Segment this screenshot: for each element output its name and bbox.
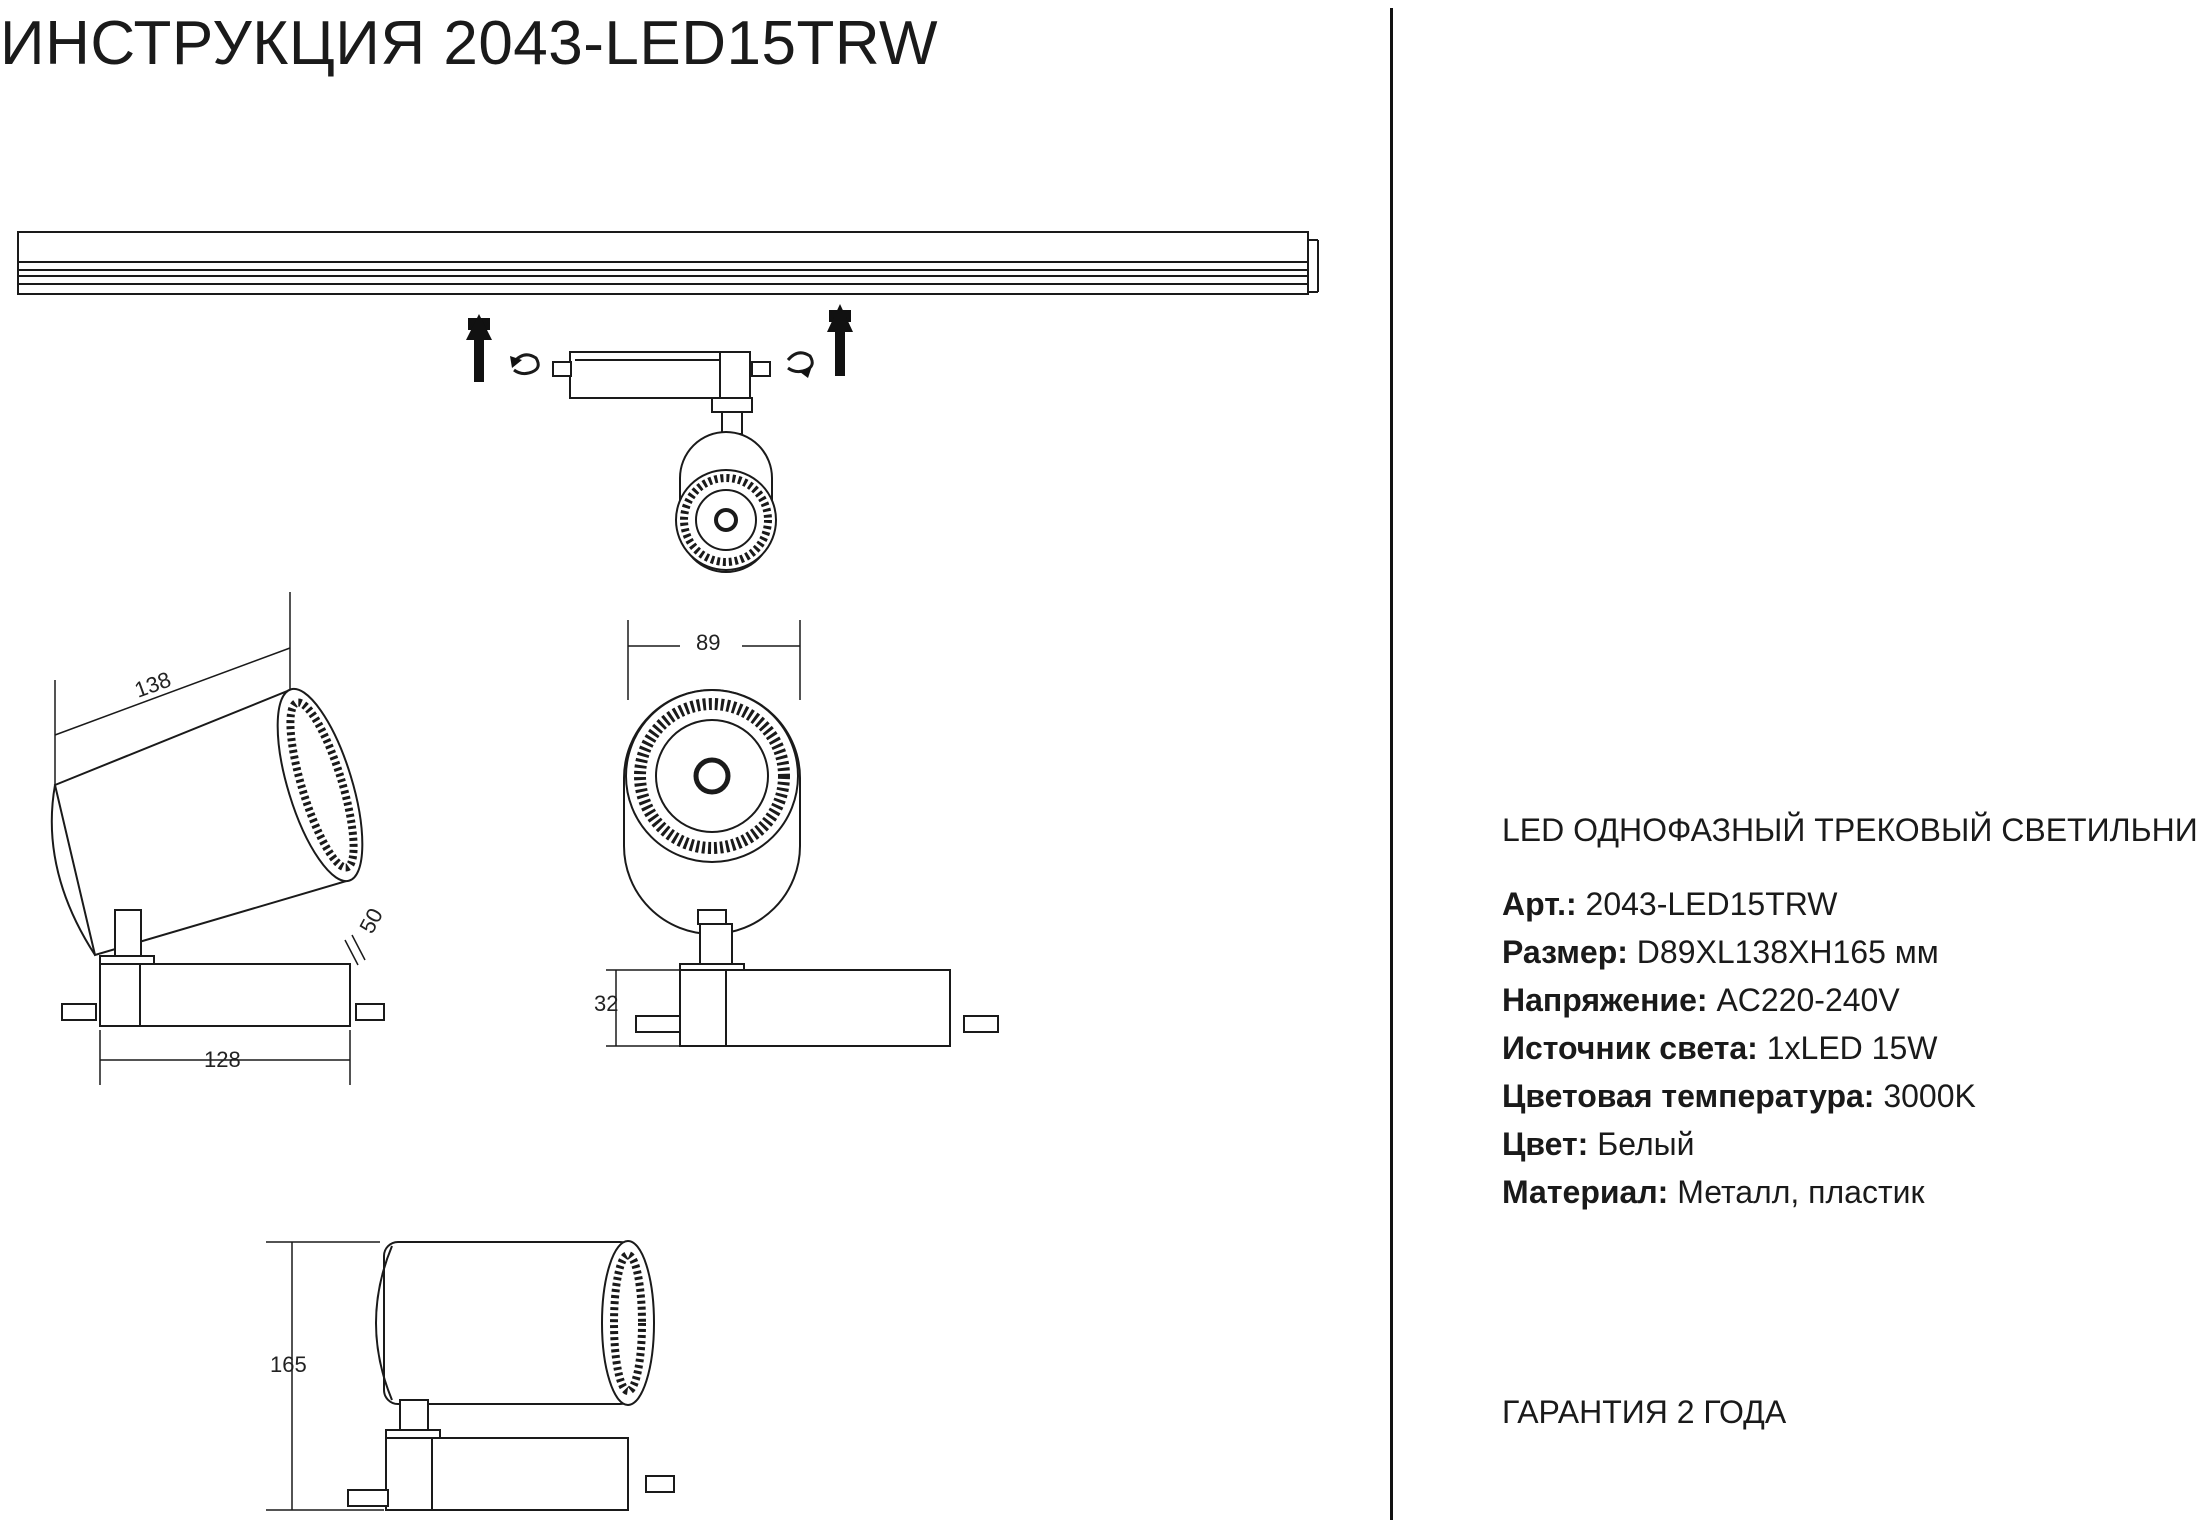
spec-row: Напряжение: AC220-240V	[1502, 976, 2192, 1024]
bottom-view	[266, 1240, 675, 1511]
spec-row: Цветовая температура: 3000K	[1502, 1072, 2192, 1120]
dim-base-height-label: 32	[594, 991, 618, 1016]
spec-value: 3000K	[1883, 1078, 1976, 1114]
spec-row: Цвет: Белый	[1502, 1120, 2192, 1168]
spec-row: Материал: Металл, пластик	[1502, 1168, 2192, 1216]
up-arrow-icon	[827, 304, 853, 376]
spec-label: Цветовая температура:	[1502, 1078, 1875, 1114]
spec-row: Источник света: 1xLED 15W	[1502, 1024, 2192, 1072]
spec-label: Цвет:	[1502, 1126, 1589, 1162]
document-title: ИНСТРУКЦИЯ 2043-LED15TRW	[0, 9, 939, 78]
spec-label: Напряжение:	[1502, 982, 1708, 1018]
installed-view	[552, 351, 777, 573]
spec-row: Арт.: 2043-LED15TRW	[1502, 880, 2192, 928]
technical-drawing: 138 50 128 89 32	[17, 231, 1319, 1511]
spec-value: D89XL138XH165 мм	[1636, 934, 1939, 970]
up-arrow-icon	[466, 314, 492, 382]
dim-length-label: 138	[131, 667, 174, 703]
track-rail	[17, 231, 1319, 295]
warranty-text: ГАРАНТИЯ 2 ГОДА	[1502, 1394, 1787, 1430]
spec-value: AC220-240V	[1716, 982, 1900, 1018]
spec-label: Источник света:	[1502, 1030, 1758, 1066]
spec-label: Арт.:	[1502, 886, 1577, 922]
divider-line	[1390, 8, 1393, 1520]
spec-panel: LED ОДНОФАЗНЫЙ ТРЕКОВЫЙ СВЕТИЛЬНИК Арт.:…	[1502, 806, 2200, 1216]
dim-mount-width-label: 50	[354, 904, 388, 937]
product-heading: LED ОДНОФАЗНЫЙ ТРЕКОВЫЙ СВЕТИЛЬНИК	[1502, 812, 2200, 848]
rotate-arrow-icon	[510, 353, 540, 376]
spec-label: Материал:	[1502, 1174, 1669, 1210]
spec-value: 2043-LED15TRW	[1585, 886, 1838, 922]
dim-base-length-label: 128	[204, 1047, 241, 1072]
spec-label: Размер:	[1502, 934, 1628, 970]
spec-value: Металл, пластик	[1677, 1174, 1925, 1210]
spec-value: Белый	[1597, 1126, 1695, 1162]
spec-row: Размер: D89XL138XH165 мм	[1502, 928, 2192, 976]
spec-value: 1xLED 15W	[1766, 1030, 1938, 1066]
rotate-arrow-icon	[786, 351, 814, 378]
front-view	[606, 620, 999, 1047]
side-view	[50, 592, 385, 1085]
dim-diameter-label: 89	[696, 630, 720, 655]
dim-height-label: 165	[270, 1352, 307, 1377]
